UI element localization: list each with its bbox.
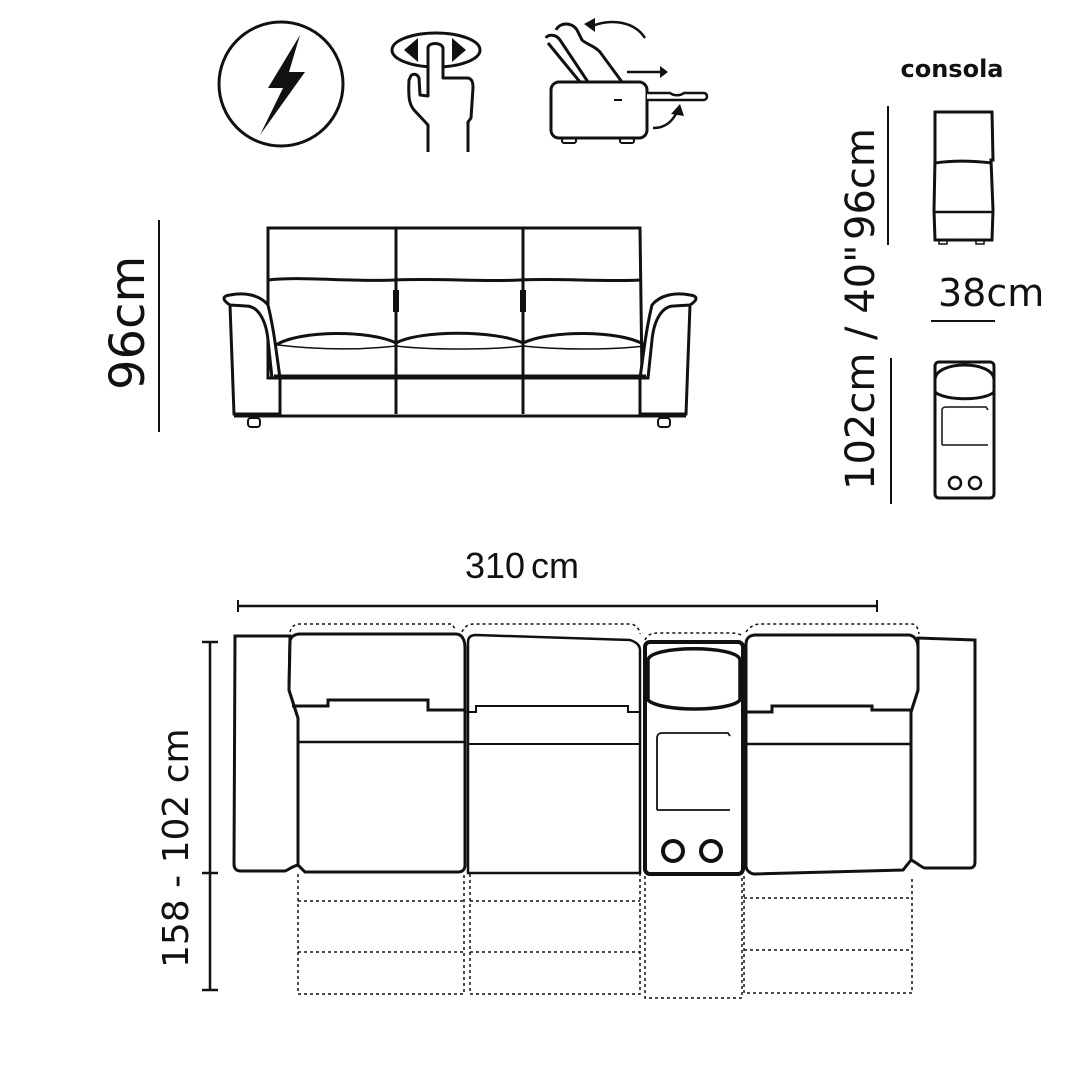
console-top-view bbox=[933, 360, 996, 500]
console-height-label: 96cm bbox=[838, 128, 884, 240]
console-width-label: 38cm bbox=[938, 271, 1044, 315]
top-depth-dimension: 158 - 102 cm bbox=[156, 640, 218, 992]
electric-power-icon bbox=[217, 20, 345, 148]
touch-button-icon bbox=[390, 31, 482, 152]
console-front-view bbox=[932, 110, 995, 245]
console-height-dimension: 96cm bbox=[838, 106, 889, 245]
sofa-front-view bbox=[222, 226, 698, 428]
recliner-motion-icon bbox=[544, 18, 709, 144]
front-height-label: 96cm bbox=[100, 256, 156, 390]
console-depth-label: 102cm / 40" bbox=[838, 244, 884, 490]
console-width-dimension: 38cm bbox=[931, 271, 1044, 322]
front-height-dimension: 96cm bbox=[100, 220, 160, 432]
console-title: consola bbox=[901, 55, 1004, 83]
sofa-top-view bbox=[232, 623, 977, 999]
top-depth-label: 158 - 102 cm bbox=[156, 728, 197, 968]
console-depth-dimension: 102cm / 40" bbox=[838, 244, 892, 504]
